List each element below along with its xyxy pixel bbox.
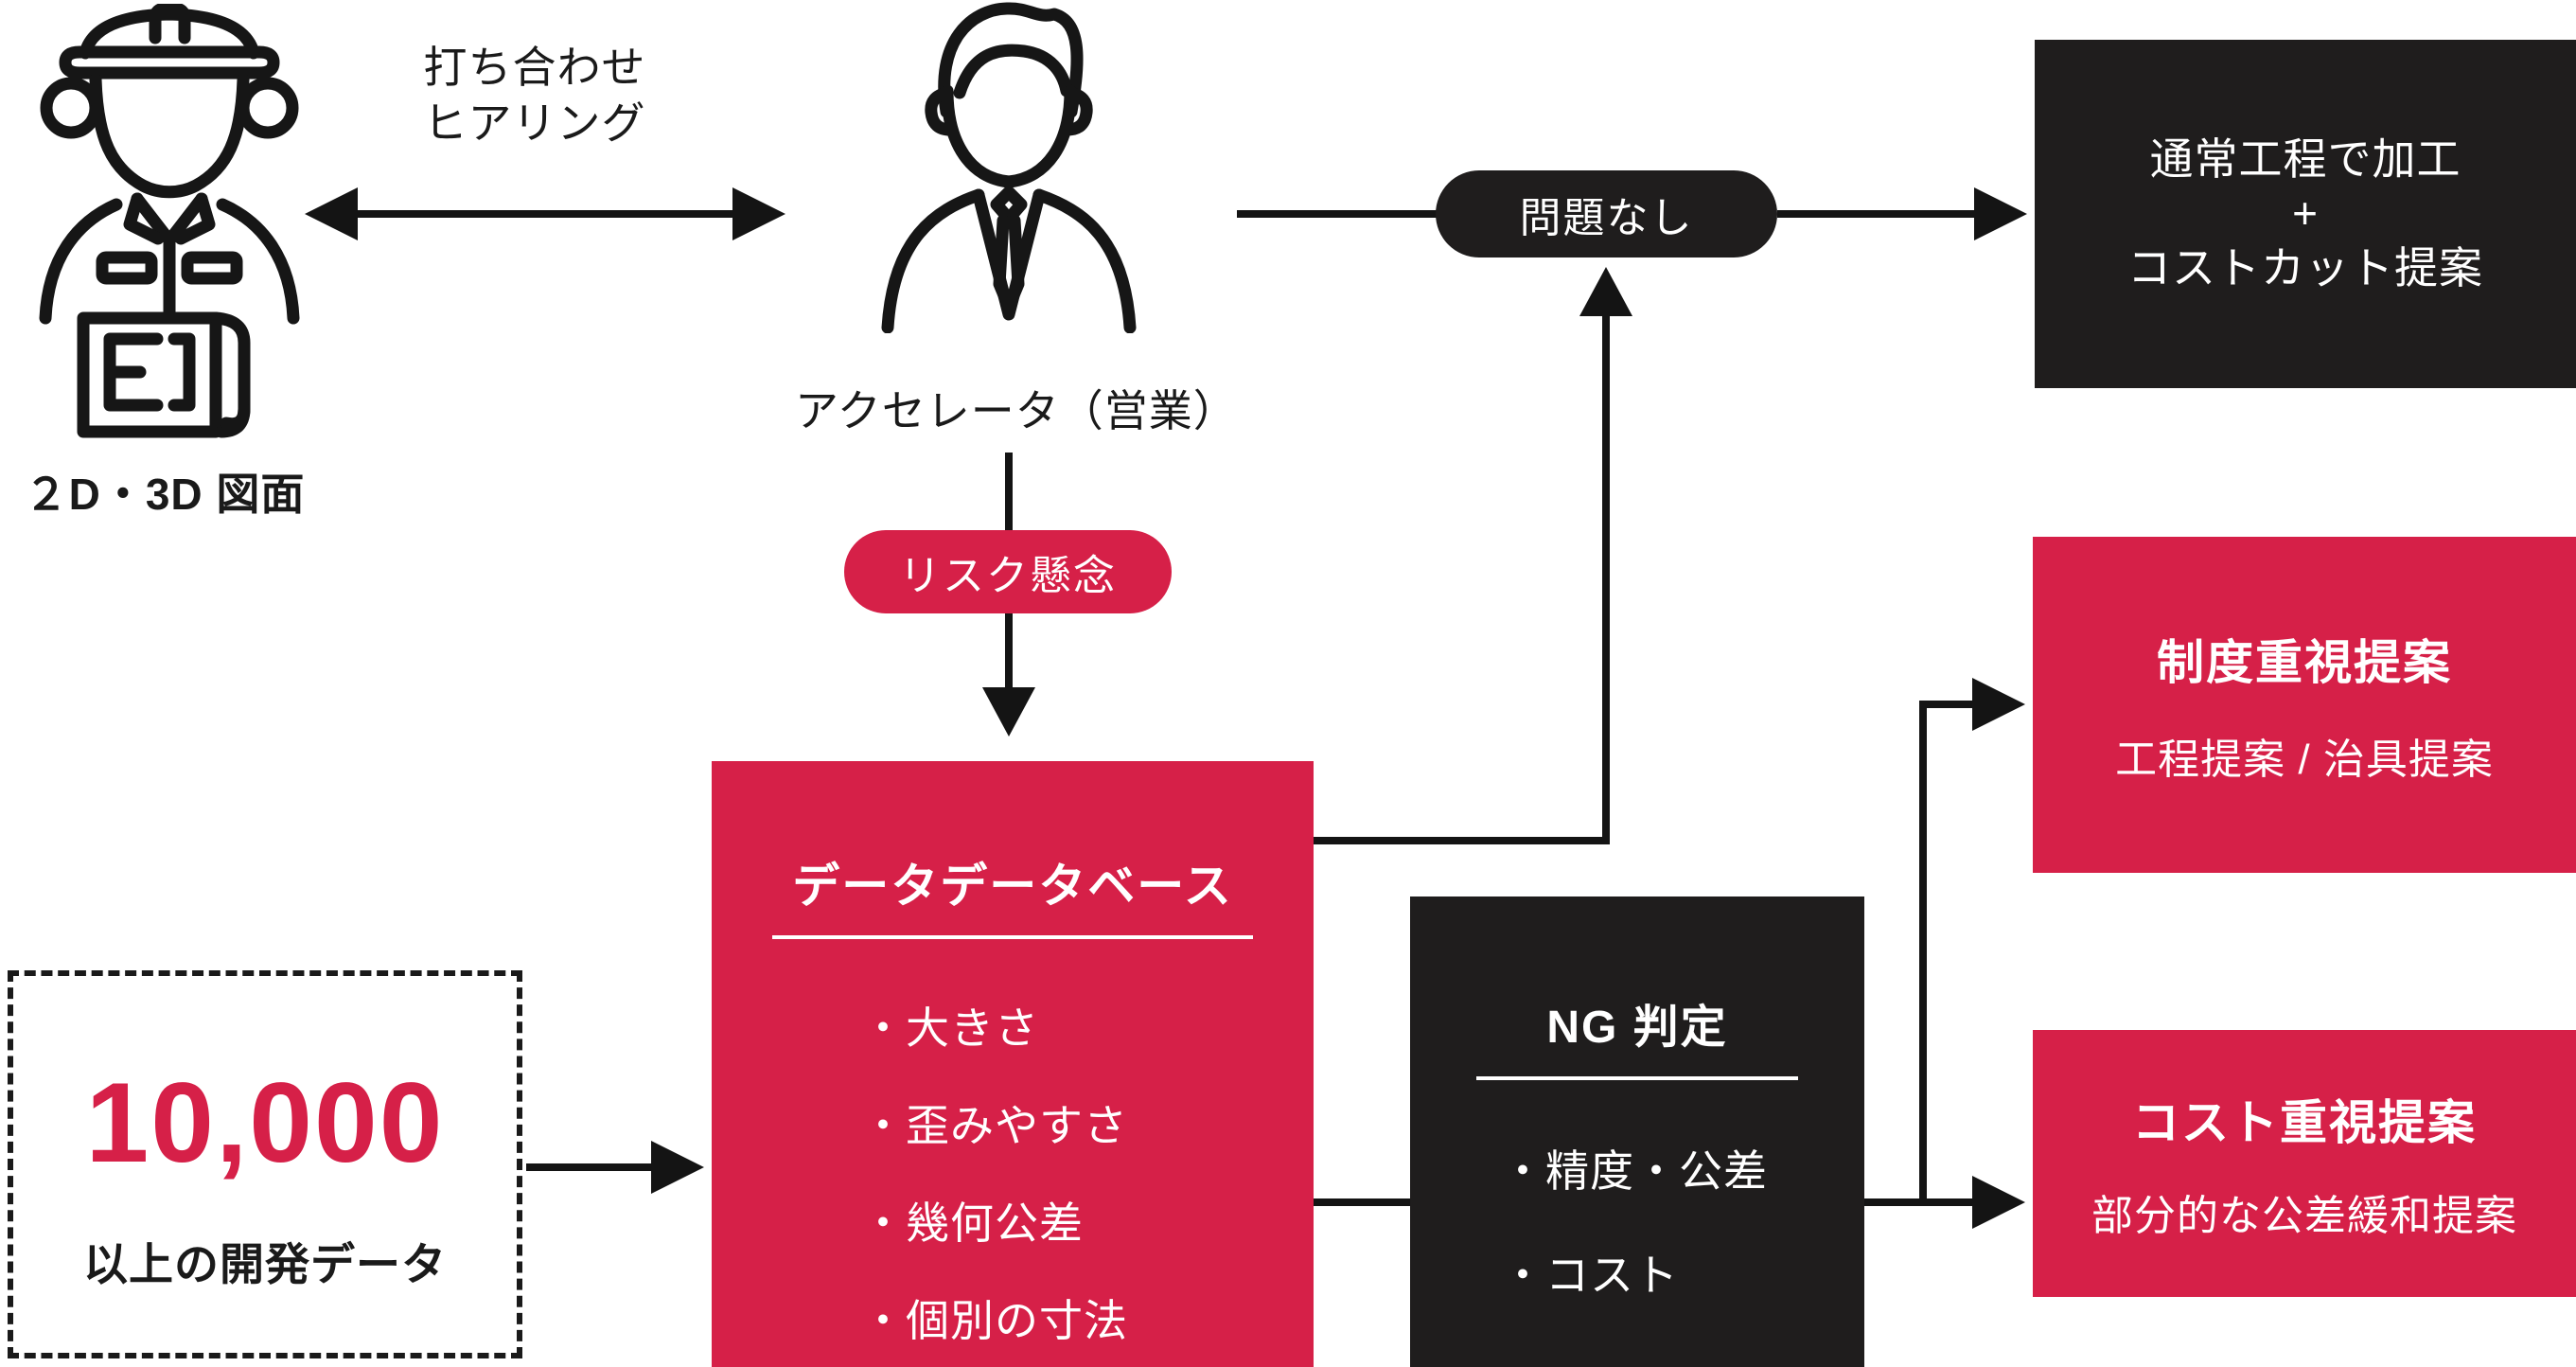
database-item: ・歪みやすさ bbox=[861, 1101, 1128, 1150]
line-devdata-to-database bbox=[526, 1163, 655, 1171]
line-database-up-vertical bbox=[1602, 307, 1610, 844]
arrow-meeting-left-head bbox=[305, 187, 358, 240]
cost-box-title: コスト重視提案 bbox=[2132, 1096, 2477, 1149]
meeting-label-line1: 打ち合わせ bbox=[423, 43, 646, 92]
arrow-into-precision-box-head bbox=[1972, 678, 2025, 731]
line-pill-to-normal-box bbox=[1777, 210, 1978, 218]
normal-process-line2: + bbox=[2292, 188, 2319, 239]
dev-data-number: 10,000 bbox=[85, 1059, 445, 1186]
database-item: ・個別の寸法 bbox=[861, 1296, 1128, 1345]
precision-box-subtitle: 工程提案 / 治具提案 bbox=[2115, 736, 2494, 783]
ng-box: NG 判定 ・精度・公差 ・コスト bbox=[1410, 897, 1864, 1367]
line-accelerator-to-pill bbox=[1237, 210, 1438, 218]
cost-box: コスト重視提案 部分的な公差緩和提案 bbox=[2033, 1030, 2576, 1297]
engineer-label: ２D・3D 図面 bbox=[24, 470, 306, 519]
accelerator-label: アクセレータ（営業） bbox=[795, 386, 1238, 435]
normal-process-line3: コストカット提案 bbox=[2127, 242, 2483, 293]
ng-box-title: NG 判定 bbox=[1546, 1003, 1728, 1053]
arrow-into-database-head bbox=[982, 687, 1035, 737]
ng-item: ・精度・公差 bbox=[1501, 1146, 1768, 1196]
arrow-into-pill-head bbox=[1579, 267, 1632, 316]
businessman-icon bbox=[881, 2, 1137, 333]
line-database-to-ng bbox=[1314, 1198, 1410, 1206]
precision-box: 制度重視提案 工程提案 / 治具提案 bbox=[2033, 537, 2576, 873]
database-item: ・大きさ bbox=[861, 1003, 1039, 1053]
arrow-into-database-left-head bbox=[651, 1141, 704, 1194]
database-box: データデータベース ・大きさ ・歪みやすさ ・幾何公差 ・個別の寸法 bbox=[712, 761, 1314, 1367]
database-title-underline bbox=[772, 935, 1253, 939]
line-branch-top-horizontal bbox=[1919, 701, 1976, 708]
meeting-label-line2: ヒアリング bbox=[423, 98, 646, 148]
database-box-title: データデータベース bbox=[792, 860, 1233, 913]
line-branch-vertical bbox=[1919, 701, 1927, 1206]
arrow-meeting-right-head bbox=[732, 187, 785, 240]
line-accelerator-down-lower bbox=[1005, 612, 1013, 691]
meeting-label: 打ち合わせ ヒアリング bbox=[379, 40, 691, 151]
database-item: ・幾何公差 bbox=[861, 1198, 1084, 1248]
arrow-into-normal-box-head bbox=[1974, 187, 2027, 240]
line-database-up-horizontal bbox=[1314, 837, 1610, 844]
no-problem-pill: 問題なし bbox=[1436, 170, 1777, 257]
dev-data-box: 10,000 以上の開発データ bbox=[8, 970, 522, 1358]
engineer-icon bbox=[39, 4, 300, 438]
arrow-into-cost-box-head bbox=[1972, 1176, 2025, 1229]
normal-process-box: 通常工程で加工 + コストカット提案 bbox=[2035, 40, 2576, 388]
risk-pill: リスク懸念 bbox=[844, 530, 1172, 613]
cost-box-subtitle: 部分的な公差緩和提案 bbox=[2091, 1193, 2517, 1239]
ng-item: ・コスト bbox=[1501, 1251, 1679, 1300]
dev-data-label: 以上の開発データ bbox=[83, 1239, 447, 1289]
precision-box-title: 制度重視提案 bbox=[2157, 635, 2452, 689]
ng-title-underline bbox=[1476, 1076, 1798, 1080]
normal-process-line1: 通常工程で加工 bbox=[2149, 133, 2461, 184]
line-accelerator-down-upper bbox=[1005, 453, 1013, 532]
arrow-meeting-line bbox=[331, 210, 738, 218]
ng-bullet-list: ・精度・公差 ・コスト bbox=[1501, 1137, 1864, 1304]
database-bullet-list: ・大きさ ・歪みやすさ ・幾何公差 ・個別の寸法 bbox=[861, 994, 1314, 1349]
